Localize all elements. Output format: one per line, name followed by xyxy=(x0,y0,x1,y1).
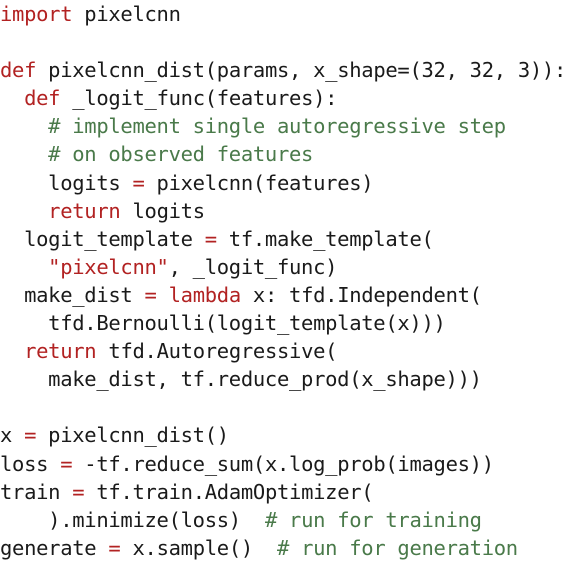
code-keyword: = xyxy=(24,423,37,448)
code-keyword: return xyxy=(48,198,121,223)
code-keyword: = xyxy=(60,451,73,476)
code-text: tfd.Bernoulli(logit_template(x))) xyxy=(0,311,446,336)
code-text xyxy=(0,255,48,279)
code-comment: # run for generation xyxy=(276,535,518,560)
code-line: logits = pixelcnn(features) xyxy=(0,169,580,197)
code-keyword: def xyxy=(24,86,61,111)
code-text: logits xyxy=(0,170,133,195)
code-text xyxy=(0,86,24,110)
code-text: _logit_func(features): xyxy=(60,86,338,111)
code-text: tf.train.AdamOptimizer( xyxy=(84,479,374,504)
code-line: logit_template = tf.make_template( xyxy=(0,225,580,253)
code-text: make_dist xyxy=(0,282,145,307)
code-text: train xyxy=(0,479,73,504)
code-line: x = pixelcnn_dist() xyxy=(0,421,580,449)
code-keyword: return xyxy=(24,339,97,364)
code-line: # on observed features xyxy=(0,140,580,168)
code-text: make_dist, tf.reduce_prod(x_shape))) xyxy=(0,367,482,392)
code-line: # implement single autoregressive step xyxy=(0,112,580,140)
code-line: make_dist = lambda x: tfd.Independent( xyxy=(0,281,580,309)
code-text: pixelcnn xyxy=(72,2,181,26)
code-text xyxy=(157,283,169,307)
code-line: def pixelcnn_dist(params, x_shape=(32, 3… xyxy=(0,56,580,84)
code-keyword: = xyxy=(108,535,121,560)
code-line: ​ xyxy=(0,28,580,56)
code-line: def _logit_func(features): xyxy=(0,84,580,112)
code-keyword: = xyxy=(72,479,85,504)
code-text: generate xyxy=(0,535,109,560)
code-keyword: import xyxy=(0,2,73,26)
code-line: make_dist, tf.reduce_prod(x_shape))) xyxy=(0,365,580,393)
code-keyword: = xyxy=(144,282,157,307)
code-line: tfd.Bernoulli(logit_template(x))) xyxy=(0,309,580,337)
code-text: tf.make_template( xyxy=(216,226,434,251)
code-line: generate = x.sample() # run for generati… xyxy=(0,534,580,562)
code-comment: # implement single autoregressive step xyxy=(48,114,506,139)
code-line: import pixelcnn xyxy=(0,0,580,28)
code-keyword: = xyxy=(204,226,217,251)
code-line: "pixelcnn", _logit_func) xyxy=(0,253,580,281)
code-keyword: def xyxy=(0,58,37,83)
code-text: tfd.Autoregressive( xyxy=(96,339,338,364)
code-keyword: = xyxy=(132,170,145,195)
code-text: x: tfd.Independent( xyxy=(240,282,482,307)
code-text xyxy=(0,142,48,166)
code-line: ).minimize(loss) # run for training xyxy=(0,506,580,534)
code-text: x xyxy=(0,423,25,448)
code-line: return tfd.Autoregressive( xyxy=(0,337,580,365)
code-text: logit_template xyxy=(0,226,205,251)
code-line: return logits xyxy=(0,197,580,225)
code-comment: # on observed features xyxy=(48,142,314,167)
code-keyword: lambda xyxy=(168,282,242,307)
code-comment: # run for training xyxy=(264,507,482,532)
code-text xyxy=(0,339,24,363)
code-text: logits xyxy=(120,198,205,223)
code-line: loss = -tf.reduce_sum(x.log_prob(images)… xyxy=(0,450,580,478)
code-text: pixelcnn_dist() xyxy=(36,423,229,448)
code-text xyxy=(0,114,48,138)
code-text: ).minimize(loss) xyxy=(0,507,265,532)
code-string: "pixelcnn" xyxy=(48,254,169,279)
code-text: -tf.reduce_sum(x.log_prob(images)) xyxy=(72,451,494,476)
code-text: pixelcnn(features) xyxy=(144,170,374,195)
code-text: pixelcnn_dist(params, x_shape=(32, 32, 3… xyxy=(36,58,566,83)
code-line: train = tf.train.AdamOptimizer( xyxy=(0,478,580,506)
code-text: loss xyxy=(0,451,61,476)
code-text xyxy=(0,199,48,223)
code-line: ​ xyxy=(0,393,580,421)
code-text: x.sample() xyxy=(120,535,277,560)
code-text: , _logit_func) xyxy=(168,254,338,279)
